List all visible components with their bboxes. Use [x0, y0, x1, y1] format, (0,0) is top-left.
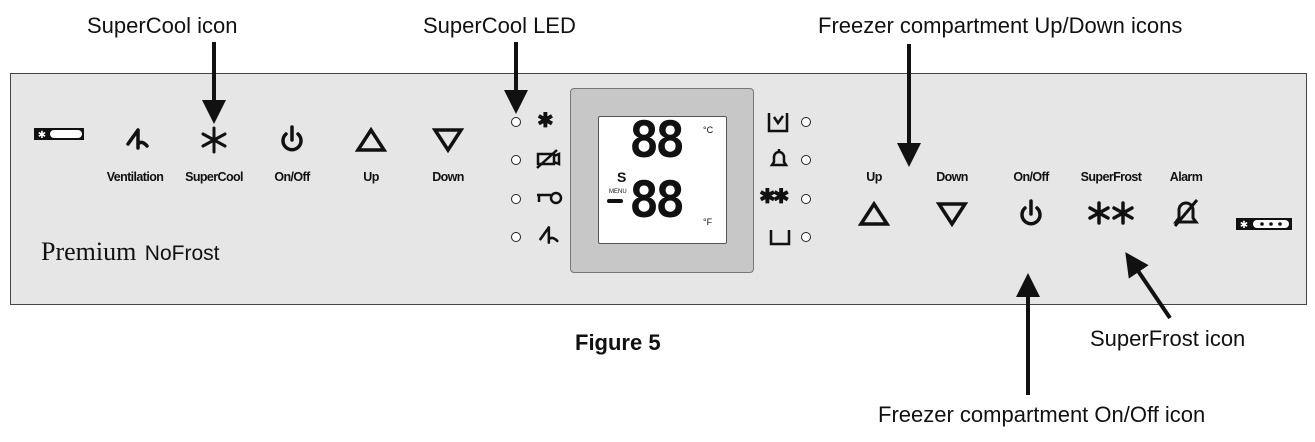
ventilation-icon — [126, 128, 149, 150]
superfrost-button[interactable]: SuperFrost — [1071, 170, 1151, 230]
digits-bottom: 88 — [629, 171, 685, 229]
alarm-label: Alarm — [1169, 170, 1203, 184]
unit-celsius: °C — [703, 125, 714, 135]
callout-supercool-icon: SuperCool icon — [87, 13, 238, 38]
figure-caption: Figure 5 — [575, 330, 661, 355]
svg-text:✱: ✱ — [38, 130, 46, 141]
ventilation-indicator-icon — [539, 226, 559, 244]
bottle-led — [801, 117, 811, 127]
ventilation-led — [511, 232, 521, 242]
lock-led — [511, 194, 521, 204]
ice-tray-led — [801, 232, 811, 242]
triangle-up-icon — [858, 200, 890, 226]
triangle-down-icon — [432, 128, 464, 154]
menu-bar — [607, 199, 623, 203]
vacation-indicator-icon — [536, 149, 561, 169]
power-icon — [281, 125, 303, 152]
snowflake-indicator-icon: ✱ — [537, 110, 554, 132]
bell-indicator-icon — [769, 149, 789, 167]
triangle-down-icon — [936, 202, 968, 228]
supercool-label: SuperCool — [185, 170, 243, 184]
freezer-up-label: Up — [866, 170, 882, 184]
fridge-down-label: Down — [432, 170, 464, 184]
ventilation-label: Ventilation — [106, 170, 164, 184]
brand-premium: Premium — [41, 237, 137, 266]
unit-fahrenheit: °F — [703, 217, 713, 227]
freezer-up-button[interactable]: Up — [849, 170, 899, 230]
alarm-led — [801, 155, 811, 165]
brand-logo: Premium NoFrost — [41, 237, 219, 267]
control-panel: ✱ Ventilation SuperCool On/Off Up — [10, 73, 1307, 305]
alarm-off-icon — [1173, 199, 1199, 227]
fridge-onoff-label: On/Off — [274, 170, 310, 184]
fridge-display-icon: ✱ — [34, 128, 84, 141]
fridge-down-button[interactable]: Down — [418, 122, 478, 184]
bottle-indicator-icon — [767, 113, 789, 133]
alarm-button[interactable]: Alarm — [1161, 170, 1211, 230]
fridge-up-button[interactable]: Up — [341, 122, 401, 184]
callout-freezer-onoff: Freezer compartment On/Off icon — [878, 402, 1206, 427]
fridge-up-label: Up — [363, 170, 379, 184]
freezer-down-button[interactable]: Down — [924, 170, 980, 230]
freezer-down-label: Down — [936, 170, 968, 184]
superfrost-led — [801, 194, 811, 204]
ice-tray-indicator-icon — [769, 230, 791, 246]
double-snowflake-icon — [1088, 201, 1134, 225]
supercool-led — [511, 117, 521, 127]
callout-supercool-led: SuperCool LED — [423, 13, 576, 38]
ventilation-button[interactable]: Ventilation — [99, 122, 171, 184]
s-marker: S — [617, 169, 627, 185]
superfrost-indicator-icon: ✱✱ — [759, 186, 789, 208]
power-icon — [1020, 199, 1042, 226]
arrow-superfrost-icon — [1125, 252, 1172, 320]
callout-superfrost-icon: SuperFrost icon — [1090, 326, 1246, 351]
vacation-led — [511, 155, 521, 165]
snowflake-icon — [201, 126, 227, 154]
superfrost-label: SuperFrost — [1080, 170, 1142, 184]
freezer-onoff-label: On/Off — [1013, 170, 1049, 184]
triangle-up-icon — [355, 126, 387, 152]
lcd-screen: 88 °C S MENU 88 °F — [598, 111, 727, 244]
key-indicator-icon — [537, 191, 563, 205]
supercool-button[interactable]: SuperCool — [176, 122, 252, 184]
svg-text:✱: ✱ — [1240, 220, 1248, 231]
temperature-display: 88 °C S MENU 88 °F — [570, 88, 754, 273]
freezer-onoff-button[interactable]: On/Off — [1003, 170, 1059, 230]
freezer-display-icon: ✱ — [1236, 218, 1292, 231]
digits-top: 88 — [629, 111, 685, 169]
fridge-onoff-button[interactable]: On/Off — [262, 122, 322, 184]
callout-freezer-updown: Freezer compartment Up/Down icons — [818, 13, 1183, 38]
brand-nofrost: NoFrost — [144, 242, 220, 265]
menu-label: MENU — [609, 189, 627, 195]
